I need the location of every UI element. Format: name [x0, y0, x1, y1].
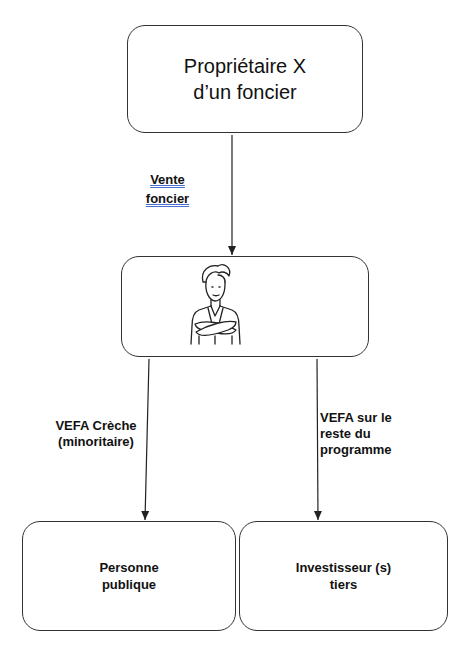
node-text: Personne publique [89, 559, 169, 593]
edge-label: VEFA sur le reste du programme [320, 410, 415, 458]
node-text: Investisseur (s) tiers [289, 559, 399, 593]
vefa-creche-arrow [141, 359, 149, 520]
owner-box: Propriétaire X d’un foncier [127, 25, 363, 133]
node-text: Propriétaire X d’un foncier [170, 53, 320, 105]
edge-label: VEFA Crèche (minoritaire) [50, 418, 142, 450]
investor-box: Investisseur (s) tiers [239, 521, 448, 631]
public-entity-box: Personne publique [22, 521, 236, 631]
edge-label: Vente foncier [130, 170, 205, 208]
promoter-box [121, 256, 369, 357]
land-sale-arrow [228, 135, 236, 255]
